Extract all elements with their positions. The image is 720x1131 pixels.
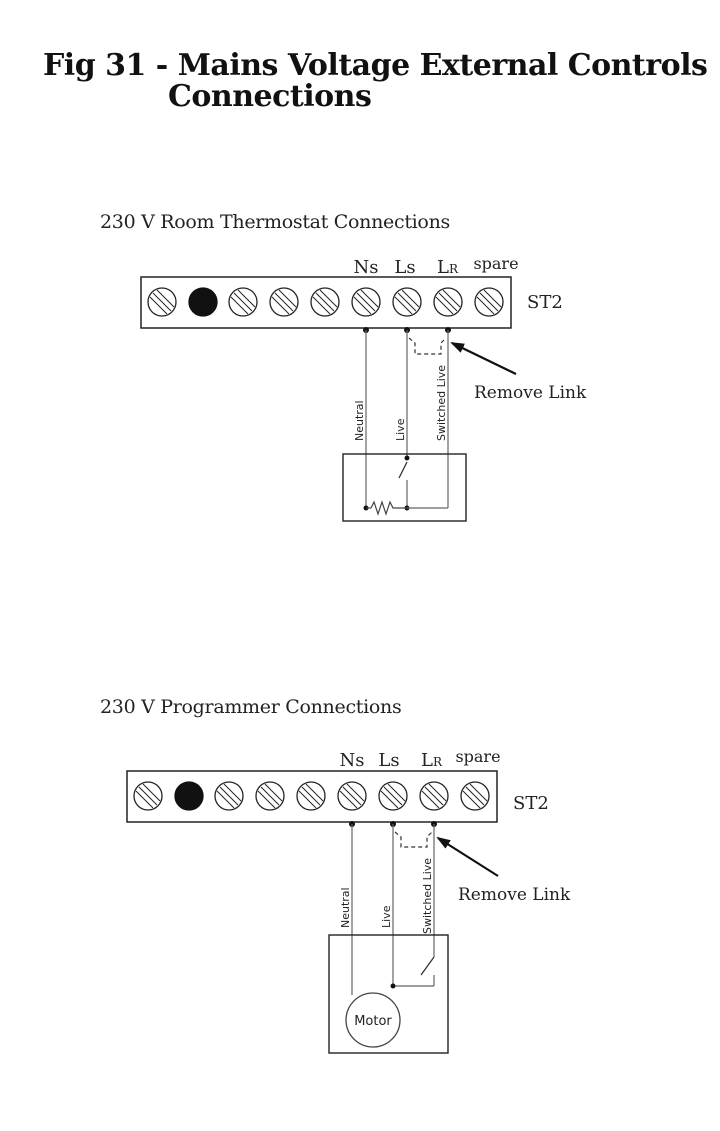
strip-label-st2: ST2 bbox=[527, 292, 563, 313]
remove-link-arrow bbox=[436, 836, 499, 877]
thermostat-box bbox=[342, 453, 467, 522]
wire-label-switched-live: Switched Live bbox=[421, 858, 434, 934]
figure-title: Fig 31 - Mains Voltage External Controls… bbox=[43, 48, 708, 114]
terminal-label-ls: Ls bbox=[394, 257, 415, 278]
terminal-screw-filled bbox=[174, 781, 204, 811]
terminal-screws bbox=[147, 287, 504, 317]
strip-label-st2: ST2 bbox=[513, 793, 549, 814]
thermostat-section-title: 230 V Room Thermostat Connections bbox=[100, 211, 450, 233]
wire-label-live: Live bbox=[380, 905, 393, 928]
terminal-screw bbox=[147, 287, 177, 317]
thermostat-switch bbox=[398, 461, 408, 479]
wire-label-switched-live: Switched Live bbox=[435, 365, 448, 441]
terminal-screw bbox=[133, 781, 163, 811]
terminal-label-ns: Ns bbox=[340, 750, 365, 771]
terminal-label-ns: Ns bbox=[354, 257, 379, 278]
wire-label-neutral: Neutral bbox=[353, 400, 366, 441]
wire-label-neutral: Neutral bbox=[339, 887, 352, 928]
terminal-screw-ls bbox=[378, 781, 408, 811]
motor-label: Motor bbox=[354, 1014, 392, 1029]
terminal-screws bbox=[133, 781, 490, 811]
terminal-screw bbox=[228, 287, 258, 317]
remove-link-arrow bbox=[450, 342, 517, 375]
terminal-label-lr: LR bbox=[421, 750, 443, 771]
terminal-screw-ls bbox=[392, 287, 422, 317]
remove-link-label: Remove Link bbox=[474, 383, 587, 403]
programmer-section-title: 230 V Programmer Connections bbox=[100, 696, 402, 718]
thermostat-diagram: Ns Ls LR spare ST2 Remove Link Neutral L… bbox=[140, 254, 587, 522]
terminal-screw-ns bbox=[351, 287, 381, 317]
terminal-screw bbox=[310, 287, 340, 317]
terminal-label-ls: Ls bbox=[378, 750, 399, 771]
removable-link bbox=[394, 831, 433, 848]
heater-resistor bbox=[370, 500, 407, 516]
terminal-screw-spare bbox=[460, 781, 490, 811]
terminal-screw bbox=[214, 781, 244, 811]
terminal-screw-filled bbox=[188, 287, 218, 317]
terminal-screw bbox=[269, 287, 299, 317]
motor-symbol bbox=[345, 992, 401, 1048]
programmer-switch bbox=[420, 956, 435, 976]
figure-title-line1: Fig 31 - Mains Voltage External Controls bbox=[43, 48, 708, 83]
remove-link-label: Remove Link bbox=[458, 885, 571, 905]
terminal-screw-lr bbox=[419, 781, 449, 811]
terminal-screw-spare bbox=[474, 287, 504, 317]
removable-link bbox=[408, 337, 447, 355]
programmer-diagram: Ns Ls LR spare ST2 Remove Link Neutral L… bbox=[126, 747, 571, 1054]
programmer-box bbox=[328, 934, 449, 1054]
terminal-label-lr: LR bbox=[437, 257, 459, 278]
terminal-screw-ns bbox=[337, 781, 367, 811]
terminal-screw bbox=[255, 781, 285, 811]
terminal-screw bbox=[296, 781, 326, 811]
figure-title-line2: Connections bbox=[168, 79, 372, 114]
terminal-label-spare: spare bbox=[455, 747, 500, 766]
terminal-label-spare: spare bbox=[473, 254, 518, 273]
wire-label-live: Live bbox=[394, 418, 407, 441]
terminal-screw-lr bbox=[433, 287, 463, 317]
